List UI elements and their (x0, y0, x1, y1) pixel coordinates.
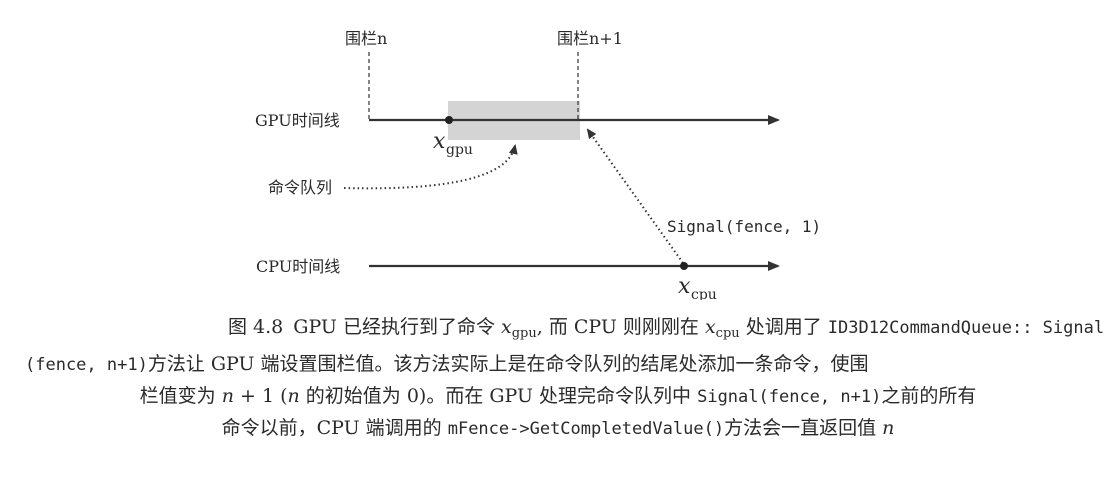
caption-line-3: 栏值变为 n + 1 (n 的初始值为 0)。而在 GPU 处理完命令队列中 S… (0, 381, 1116, 413)
caption-text: , 而 CPU 则刚刚在 (536, 316, 705, 338)
caption-text: GPU 已经执行到了命令 (293, 316, 501, 338)
fence-n1-label: 围栏n+1 (557, 29, 623, 48)
x-gpu-label: x (433, 129, 446, 154)
caption-line-4: 命令以前，CPU 端调用的 mFence->GetCompletedValue(… (0, 413, 1116, 445)
x-gpu-point (445, 116, 453, 124)
gpu-timeline-label: GPU时间线 (255, 111, 340, 130)
caption-text: + 1 ( (233, 385, 288, 407)
fence-n-label: 围栏n (345, 29, 387, 48)
x-cpu-label: x (678, 274, 691, 299)
x-cpu-sub: cpu (691, 287, 717, 300)
caption-var: n (221, 385, 234, 407)
caption-var: n (882, 417, 895, 439)
caption-text: 的初始值为 0)。而在 GPU 处理完命令队列中 (299, 385, 698, 407)
caption-subscript: cpu (715, 326, 740, 341)
signal-arrow (586, 128, 684, 264)
caption-subscript: gpu (511, 326, 537, 341)
caption-text: 栏值变为 (139, 385, 222, 407)
command-queue-label: 命令队列 (268, 178, 332, 197)
caption-line-2: (fence, n+1)方法让 GPU 端设置围栏值。该方法实际上是在命令队列的… (0, 349, 1116, 381)
x-cpu-point (680, 262, 688, 270)
caption-text: 方法让 GPU 端设置围栏值。该方法实际上是在命令队列的结尾处添加一条命令，使围 (147, 353, 869, 375)
fence-timeline-diagram: 围栏n 围栏n+1 GPU时间线 x gpu 命令队列 Signal(fence… (255, 29, 821, 300)
caption-var: x (704, 316, 716, 338)
x-gpu-sub: gpu (446, 142, 473, 158)
caption-text: 之前的所有 (881, 385, 977, 407)
figure-number: 图 4.8 (228, 316, 284, 338)
caption-text: 方法会一直返回值 (724, 417, 883, 439)
caption-var: n (287, 385, 300, 407)
caption-code: ID3D12CommandQueue:: Signal (827, 318, 1105, 338)
command-queue-arrow (343, 144, 518, 190)
cpu-timeline-label: CPU时间线 (256, 257, 340, 276)
caption-text: 命令以前，CPU 端调用的 (221, 417, 448, 439)
caption-code: Signal(fence, n+1) (697, 387, 882, 407)
caption-code: (fence, n+1) (25, 355, 148, 375)
signal-label: Signal(fence, 1) (667, 217, 821, 236)
caption-var: x (501, 316, 512, 338)
caption-text: 处调用了 (739, 316, 828, 338)
caption-code: mFence->GetCompletedValue() (447, 419, 725, 439)
